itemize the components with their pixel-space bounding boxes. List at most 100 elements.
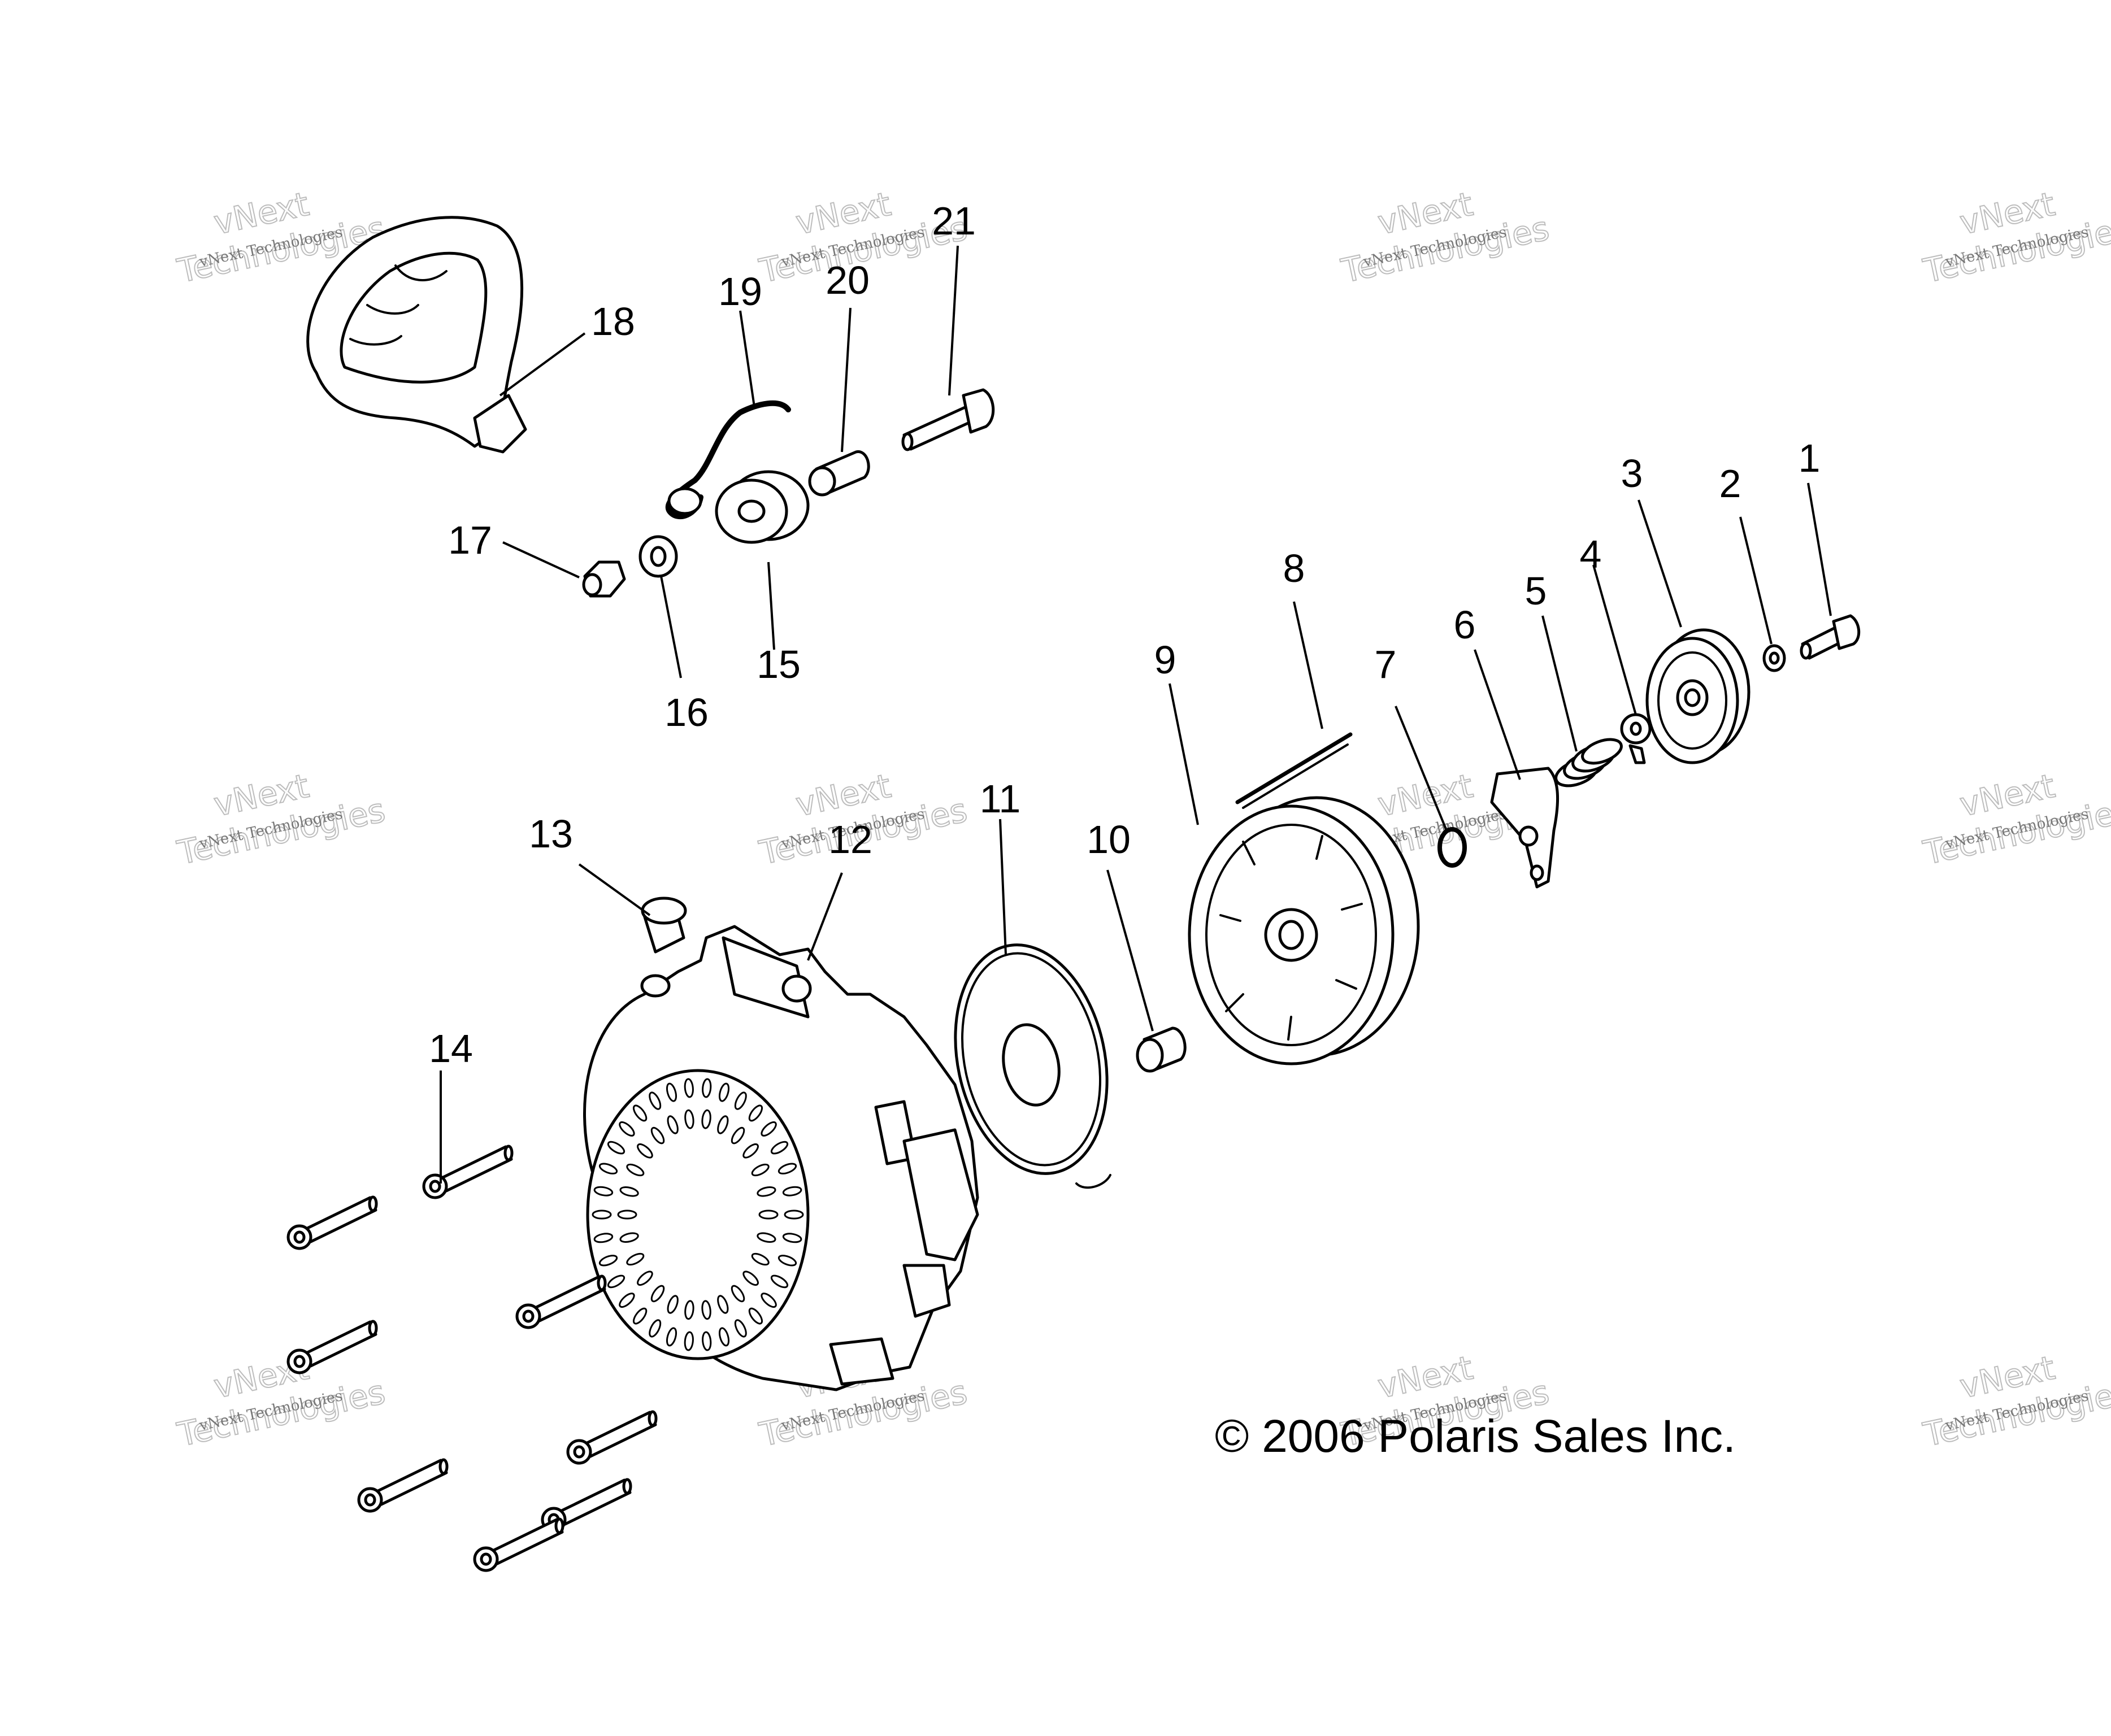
housing-vent-slot — [734, 1319, 747, 1338]
housing-vent-slot — [632, 1104, 648, 1122]
housing-vent-slot — [734, 1091, 747, 1110]
retainer-clip — [1620, 713, 1652, 764]
housing-vent-slot — [748, 1104, 763, 1122]
housing-vent-slot — [619, 1232, 639, 1243]
housing-bolts — [286, 1145, 658, 1572]
hex-nut — [582, 560, 626, 598]
housing-bolt-5 — [357, 1458, 449, 1513]
copyright-notice: © 2006 Polaris Sales Inc. — [1215, 1411, 1736, 1462]
bolt-socket — [364, 1493, 376, 1507]
housing-vent-slot — [649, 1319, 662, 1338]
housing-bolt-0 — [286, 1195, 378, 1250]
housing-bolt-6 — [541, 1478, 632, 1533]
callout-15: 15 — [757, 642, 801, 686]
housing-vent-slot — [770, 1141, 789, 1155]
callout-11: 11 — [980, 777, 1021, 821]
housing-vent-slot — [598, 1163, 618, 1174]
callout-2: 2 — [1719, 462, 1741, 506]
callout-20: 20 — [826, 258, 870, 302]
housing-vent-slot — [649, 1091, 662, 1110]
housing-vent-slot — [684, 1331, 694, 1351]
cover-plate — [1645, 628, 1751, 764]
bolt-tip — [438, 1458, 449, 1475]
housing-vent-slot — [731, 1126, 745, 1145]
callout-labels: 1 2 3 4 5 6 7 8 9 10 11 12 13 14 15 16 1… — [429, 199, 1820, 1071]
housing-vent-slot — [701, 1109, 711, 1129]
housing-vent-slot — [782, 1233, 802, 1243]
housing-vent-slot — [757, 1232, 776, 1243]
housing-vent-slot — [637, 1143, 653, 1159]
housing-vent-slot — [718, 1082, 730, 1102]
plug — [641, 897, 687, 954]
housing-vent-slot — [626, 1252, 645, 1266]
housing-vent-slot — [742, 1143, 759, 1159]
housing-vent-slot — [684, 1109, 694, 1129]
callout-1: 1 — [1799, 436, 1821, 480]
housing-vent-slot — [593, 1233, 614, 1243]
starter-housing — [583, 925, 979, 1391]
bolt-socket — [293, 1230, 306, 1244]
bolt-socket — [480, 1552, 492, 1566]
callout-13: 13 — [529, 812, 573, 856]
bolt-socket — [293, 1355, 306, 1368]
callout-12: 12 — [828, 817, 872, 862]
center-bolt — [1800, 614, 1861, 660]
housing-bolt-4 — [566, 1410, 658, 1465]
housing-vent-slot — [607, 1274, 626, 1289]
bolt-tip — [368, 1195, 378, 1212]
bolt-tip — [597, 1274, 607, 1291]
housing-vent-slot — [702, 1331, 712, 1351]
housing-vent-slot — [650, 1285, 665, 1303]
housing-vent-slot — [607, 1141, 626, 1155]
callout-14: 14 — [429, 1026, 473, 1071]
callout-3: 3 — [1621, 451, 1643, 495]
housing-vent-slot — [777, 1163, 797, 1174]
housing-vent-slot — [684, 1078, 694, 1098]
housing-vent-slot — [667, 1115, 679, 1134]
housing-vent-slot — [784, 1209, 804, 1220]
callout-8: 8 — [1283, 546, 1305, 590]
callout-6: 6 — [1454, 603, 1476, 647]
rope-pulley — [1188, 796, 1420, 1065]
bushing — [1136, 1026, 1187, 1073]
housing-vent-slot — [742, 1271, 759, 1286]
housing-vent-slot — [731, 1285, 745, 1303]
housing-vent-slot — [666, 1082, 677, 1102]
callout-9: 9 — [1154, 638, 1176, 682]
housing-vent-slot — [632, 1307, 648, 1325]
housing-vent-slot — [619, 1293, 635, 1308]
callout-10: 10 — [1087, 817, 1131, 862]
pawl-spring — [1554, 738, 1623, 787]
callout-21: 21 — [932, 199, 976, 243]
bolt-shaft — [303, 1320, 377, 1368]
bolt-shaft — [532, 1275, 606, 1322]
housing-bolt-3 — [286, 1320, 378, 1374]
bolt-tip — [368, 1320, 378, 1337]
housing-vent-slot — [619, 1186, 639, 1197]
bolt-socket — [522, 1309, 535, 1323]
callout-7: 7 — [1375, 642, 1397, 686]
bolt-shaft — [583, 1411, 657, 1458]
bolt-tip — [554, 1517, 564, 1534]
flat-washer — [638, 535, 678, 578]
bolt-tip — [622, 1478, 632, 1495]
housing-vent-slot — [637, 1271, 653, 1286]
housing-vent-slot — [748, 1307, 763, 1325]
housing-vent-slot — [592, 1209, 612, 1220]
bolt-shaft — [558, 1478, 632, 1526]
callout-19: 19 — [718, 269, 762, 314]
guide-pulley — [715, 470, 810, 544]
bolt-tip — [503, 1145, 514, 1161]
housing-vent-slot — [702, 1078, 712, 1098]
housing-vent-slot — [626, 1163, 645, 1177]
leader-lines — [440, 245, 1832, 1184]
housing-vent-slot — [761, 1121, 777, 1137]
housing-bolt-7 — [473, 1517, 564, 1572]
housing-vents — [592, 1078, 804, 1351]
housing-vent-slot — [770, 1274, 789, 1289]
